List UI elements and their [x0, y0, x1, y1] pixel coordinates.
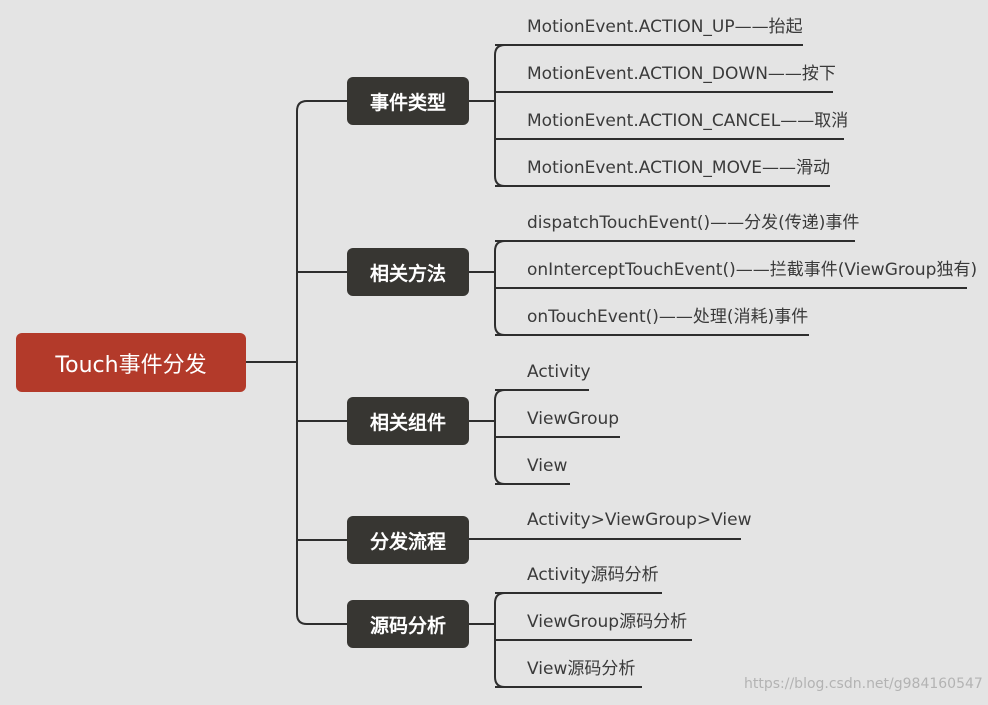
leaf-flow-path: Activity>ViewGroup>View: [527, 510, 752, 530]
leaf-view: View: [527, 456, 568, 476]
connector-line: [296, 613, 347, 625]
leaf-underline: [495, 436, 620, 438]
branch-related-methods: 相关方法: [347, 248, 469, 296]
leaf-underline: [495, 287, 967, 289]
leaf-underline: [495, 138, 844, 140]
branch-event-types: 事件类型: [347, 77, 469, 125]
leaf-viewgroup: ViewGroup: [527, 409, 620, 429]
leaf-underline: [495, 44, 803, 46]
leaf-activity-source: Activity源码分析: [527, 565, 659, 585]
branch-source-analysis: 源码分析: [347, 600, 469, 648]
leaf-dispatch-touch-event: dispatchTouchEvent()——分发(传递)事件: [527, 213, 860, 233]
leaf-action-cancel: MotionEvent.ACTION_CANCEL——取消: [527, 111, 849, 131]
leaf-on-touch-event: onTouchEvent()——处理(消耗)事件: [527, 307, 809, 327]
leaf-underline: [495, 240, 855, 242]
leaf-underline: [495, 389, 589, 391]
connector-line: [296, 100, 347, 112]
watermark: https://blog.csdn.net/g984160547: [744, 676, 983, 692]
leaf-activity: Activity: [527, 362, 591, 382]
leaf-viewgroup-source: ViewGroup源码分析: [527, 612, 688, 632]
leaf-action-up: MotionEvent.ACTION_UP——抬起: [527, 17, 803, 37]
leaf-underline: [495, 483, 570, 485]
leaf-view-source: View源码分析: [527, 659, 636, 679]
leaf-action-down: MotionEvent.ACTION_DOWN——按下: [527, 64, 836, 84]
leaf-underline: [469, 538, 741, 540]
branch-related-components: 相关组件: [347, 397, 469, 445]
leaf-underline: [495, 334, 809, 336]
leaf-underline: [495, 686, 642, 688]
leaf-underline: [495, 639, 692, 641]
leaf-on-intercept-touch-event: onInterceptTouchEvent()——拦截事件(ViewGroup独…: [527, 260, 978, 280]
connector-line: [494, 44, 506, 187]
leaf-action-move: MotionEvent.ACTION_MOVE——滑动: [527, 158, 831, 178]
root-node: Touch事件分发: [16, 333, 246, 392]
leaf-underline: [495, 91, 833, 93]
leaf-underline: [495, 185, 830, 187]
leaf-underline: [495, 592, 662, 594]
branch-dispatch-flow: 分发流程: [347, 516, 469, 564]
